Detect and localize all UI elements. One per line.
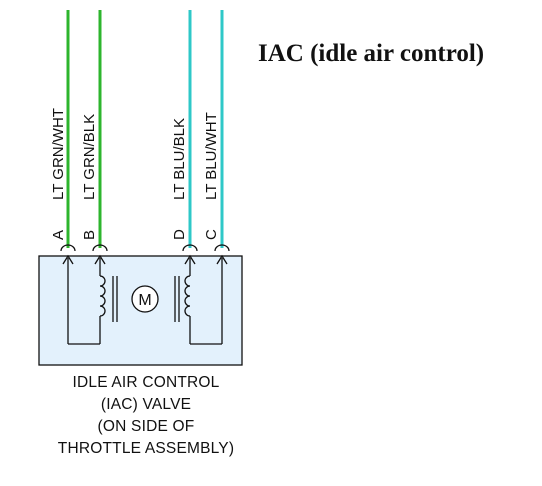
- component-caption-line-4: THROTTLE ASSEMBLY): [57, 440, 235, 457]
- pin-d-label: D: [171, 229, 188, 240]
- component-caption-line-2: (IAC) VALVE: [100, 396, 192, 413]
- wire-d-label: LT BLU/BLK: [171, 118, 188, 200]
- motor-symbol: [131, 285, 159, 313]
- pin-b-label: B: [81, 230, 98, 240]
- valve-internal-circuit: [62, 254, 228, 345]
- pin-a-label: A: [50, 230, 67, 240]
- wire-a-label: LT GRN/WHT: [50, 108, 67, 200]
- component-caption-line-3: (ON SIDE OF: [97, 418, 195, 435]
- page-title: IAC (idle air control): [258, 40, 485, 67]
- connector-cups: [60, 244, 230, 252]
- motor-label: M: [138, 292, 151, 309]
- pin-c-label: C: [203, 229, 220, 240]
- component-caption-line-1: IDLE AIR CONTROL: [72, 374, 220, 391]
- wire-c-label: LT BLU/WHT: [203, 112, 220, 200]
- wire-b-label: LT GRN/BLK: [81, 114, 98, 200]
